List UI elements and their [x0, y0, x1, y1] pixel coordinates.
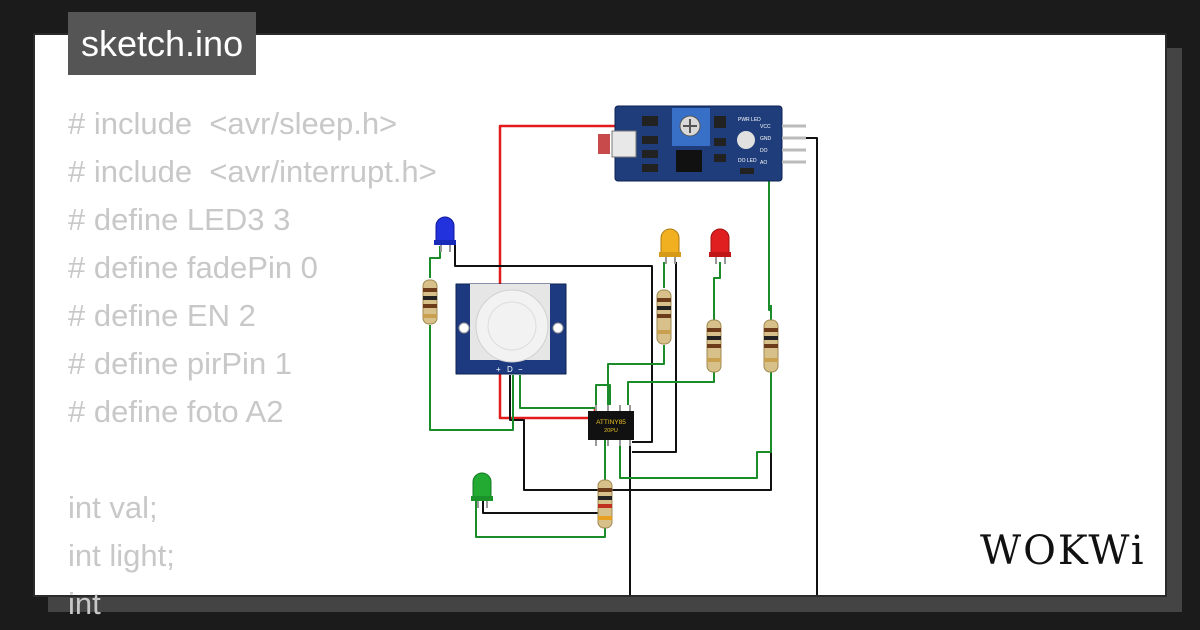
code-line: # include <avr/sleep.h>	[68, 106, 398, 141]
pir-plus-label: +	[496, 365, 501, 374]
code-line: int val;	[68, 490, 158, 525]
code-line: # define LED3 3	[68, 202, 291, 237]
wire-black	[482, 500, 605, 514]
resistor	[763, 319, 779, 373]
pir-minus-label: −	[518, 365, 523, 374]
led-red	[709, 228, 731, 264]
resistor	[706, 319, 722, 373]
led-blue	[434, 216, 456, 252]
code-line: # define pirPin 1	[68, 346, 293, 381]
led-yellow	[659, 228, 681, 264]
wire-green	[768, 161, 782, 320]
wokwi-logo: WOKWi	[980, 528, 1146, 574]
do-pin-label: DO	[760, 148, 768, 154]
pwr-led-label: PWR LED	[738, 117, 761, 123]
wire-black	[454, 245, 653, 443]
light-sensor-module: PWR LED DO LED VCC GND DO AO	[598, 105, 806, 182]
do-led-label: DO LED	[738, 158, 757, 164]
logo-text: WOKWi	[980, 528, 1146, 574]
wire-green	[429, 325, 514, 431]
code-line: # define foto A2	[68, 394, 284, 429]
code-line: # define EN 2	[68, 298, 256, 333]
wire-black	[509, 370, 772, 491]
wire-green	[607, 345, 665, 405]
chip-label: ATTINY85	[596, 419, 626, 426]
gnd-pin-label: GND	[760, 136, 772, 142]
wire-green	[519, 375, 611, 409]
wire-green	[619, 305, 772, 479]
resistor	[597, 479, 613, 529]
pir-sensor: + D −	[455, 283, 567, 375]
resistor	[656, 289, 672, 345]
wire-black	[782, 137, 818, 595]
wire-black	[632, 262, 677, 453]
resistor	[422, 279, 438, 325]
attiny85-chip: ATTINY85 20PU	[588, 405, 634, 446]
file-name-tab[interactable]: sketch.ino	[68, 12, 257, 75]
code-line: int	[68, 586, 101, 621]
code-line: # include <avr/interrupt.h>	[68, 154, 437, 189]
wire-green	[713, 262, 721, 320]
chip-sublabel: 20PU	[604, 428, 618, 434]
led-green	[471, 472, 493, 508]
wire-green	[627, 372, 715, 405]
wire-green	[429, 246, 441, 278]
vcc-pin-label: VCC	[760, 124, 771, 130]
code-line: int light;	[68, 538, 175, 573]
code-preview: # include <avr/sleep.h> # include <avr/in…	[68, 100, 437, 628]
pir-d-label: D	[507, 365, 513, 374]
code-line: # define fadePin 0	[68, 250, 318, 285]
wire-green	[475, 500, 606, 538]
ao-pin-label: AO	[760, 160, 767, 166]
